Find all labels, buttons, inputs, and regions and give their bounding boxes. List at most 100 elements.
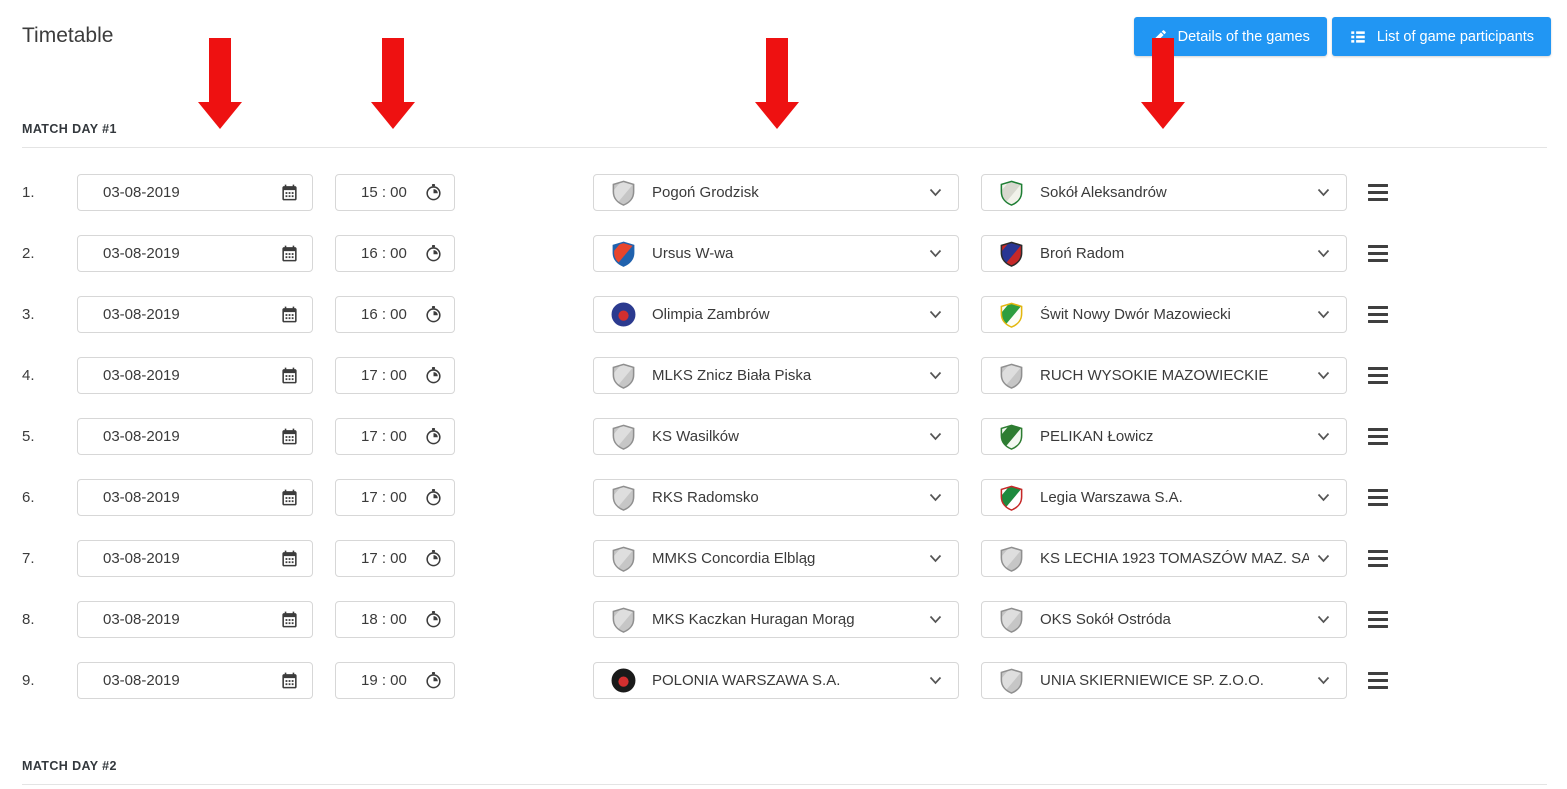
drag-handle-icon[interactable] <box>1368 244 1388 263</box>
time-input[interactable]: 17 : 00 <box>335 357 455 394</box>
chevron-down-icon <box>1317 367 1330 385</box>
away-team-select[interactable]: OKS Sokół Ostróda <box>981 601 1347 638</box>
details-of-games-label: Details of the games <box>1177 28 1310 45</box>
calendar-icon <box>280 183 299 202</box>
match-row: 8. 03-08-2019 18 : 00 MKS Kaczkan Huraga… <box>0 601 1567 638</box>
date-input[interactable]: 03-08-2019 <box>77 601 313 638</box>
drag-handle-icon[interactable] <box>1368 671 1388 690</box>
drag-handle-icon[interactable] <box>1368 488 1388 507</box>
match-number: 2. <box>22 245 35 262</box>
home-team-select[interactable]: Pogoń Grodzisk <box>593 174 959 211</box>
red-arrow-time-column <box>371 38 415 130</box>
calendar-icon <box>280 305 299 324</box>
time-input[interactable]: 16 : 00 <box>335 296 455 333</box>
drag-handle-icon[interactable] <box>1368 610 1388 629</box>
calendar-icon <box>280 671 299 690</box>
home-team-badge <box>610 301 637 328</box>
away-team-badge <box>998 423 1025 450</box>
match-row: 9. 03-08-2019 19 : 00 POLONIA WARSZAWA S… <box>0 662 1567 699</box>
away-team-select[interactable]: Sokół Aleksandrów <box>981 174 1347 211</box>
date-input[interactable]: 03-08-2019 <box>77 662 313 699</box>
date-input[interactable]: 03-08-2019 <box>77 235 313 272</box>
chevron-down-icon <box>929 489 942 507</box>
away-team-badge <box>998 545 1025 572</box>
date-input[interactable]: 03-08-2019 <box>77 540 313 577</box>
time-value: 16 : 00 <box>361 306 407 323</box>
drag-handle-icon[interactable] <box>1368 549 1388 568</box>
home-team-badge <box>610 179 637 206</box>
away-team-select[interactable]: Legia Warszawa S.A. <box>981 479 1347 516</box>
matchday-1-header: MATCH DAY #1 <box>22 122 117 136</box>
match-number: 1. <box>22 184 35 201</box>
chevron-down-icon <box>1317 428 1330 446</box>
home-team-select[interactable]: RKS Radomsko <box>593 479 959 516</box>
time-value: 17 : 00 <box>361 489 407 506</box>
date-input[interactable]: 03-08-2019 <box>77 479 313 516</box>
away-team-select[interactable]: Świt Nowy Dwór Mazowiecki <box>981 296 1347 333</box>
chevron-down-icon <box>929 367 942 385</box>
time-input[interactable]: 17 : 00 <box>335 418 455 455</box>
clock-icon <box>425 427 442 446</box>
away-team-name: RUCH WYSOKIE MAZOWIECKIE <box>1040 367 1269 384</box>
chevron-down-icon <box>1317 245 1330 263</box>
list-of-participants-button[interactable]: List of game participants <box>1331 17 1551 56</box>
home-team-badge <box>610 606 637 633</box>
home-team-badge <box>610 545 637 572</box>
home-team-badge <box>610 240 637 267</box>
time-input[interactable]: 17 : 00 <box>335 540 455 577</box>
date-value: 03-08-2019 <box>103 611 180 628</box>
calendar-icon <box>280 427 299 446</box>
match-number: 5. <box>22 428 35 445</box>
date-input[interactable]: 03-08-2019 <box>77 174 313 211</box>
home-team-select[interactable]: KS Wasilków <box>593 418 959 455</box>
time-input[interactable]: 17 : 00 <box>335 479 455 516</box>
match-number: 9. <box>22 672 35 689</box>
clock-icon <box>425 610 442 629</box>
calendar-icon <box>280 366 299 385</box>
away-team-name: Legia Warszawa S.A. <box>1040 489 1183 506</box>
date-input[interactable]: 03-08-2019 <box>77 418 313 455</box>
away-team-select[interactable]: Broń Radom <box>981 235 1347 272</box>
away-team-name: Sokół Aleksandrów <box>1040 184 1167 201</box>
away-team-select[interactable]: UNIA SKIERNIEWICE SP. Z.O.O. <box>981 662 1347 699</box>
drag-handle-icon[interactable] <box>1368 427 1388 446</box>
time-input[interactable]: 15 : 00 <box>335 174 455 211</box>
chevron-down-icon <box>929 672 942 690</box>
home-team-select[interactable]: POLONIA WARSZAWA S.A. <box>593 662 959 699</box>
date-input[interactable]: 03-08-2019 <box>77 357 313 394</box>
away-team-name: Broń Radom <box>1040 245 1125 262</box>
home-team-name: Pogoń Grodzisk <box>652 184 759 201</box>
time-input[interactable]: 16 : 00 <box>335 235 455 272</box>
away-team-badge <box>998 667 1025 694</box>
date-value: 03-08-2019 <box>103 245 180 262</box>
time-value: 15 : 00 <box>361 184 407 201</box>
away-team-name: KS LECHIA 1923 TOMASZÓW MAZ. SA <box>1040 550 1309 567</box>
match-row: 3. 03-08-2019 16 : 00 Olimpia Zambrów Św… <box>0 296 1567 333</box>
calendar-icon <box>280 549 299 568</box>
home-team-select[interactable]: Olimpia Zambrów <box>593 296 959 333</box>
match-number: 6. <box>22 489 35 506</box>
date-value: 03-08-2019 <box>103 489 180 506</box>
drag-handle-icon[interactable] <box>1368 366 1388 385</box>
drag-handle-icon[interactable] <box>1368 183 1388 202</box>
time-value: 17 : 00 <box>361 550 407 567</box>
away-team-select[interactable]: RUCH WYSOKIE MAZOWIECKIE <box>981 357 1347 394</box>
chevron-down-icon <box>1317 306 1330 324</box>
time-input[interactable]: 18 : 00 <box>335 601 455 638</box>
drag-handle-icon[interactable] <box>1368 305 1388 324</box>
home-team-select[interactable]: MKS Kaczkan Huragan Morąg <box>593 601 959 638</box>
away-team-select[interactable]: KS LECHIA 1923 TOMASZÓW MAZ. SA <box>981 540 1347 577</box>
time-input[interactable]: 19 : 00 <box>335 662 455 699</box>
home-team-badge <box>610 362 637 389</box>
chevron-down-icon <box>929 306 942 324</box>
home-team-select[interactable]: MMKS Concordia Elbląg <box>593 540 959 577</box>
clock-icon <box>425 244 442 263</box>
home-team-name: POLONIA WARSZAWA S.A. <box>652 672 841 689</box>
red-arrow-away-team-column <box>1141 38 1185 130</box>
away-team-select[interactable]: PELIKAN Łowicz <box>981 418 1347 455</box>
home-team-select[interactable]: Ursus W-wa <box>593 235 959 272</box>
home-team-select[interactable]: MLKS Znicz Biała Piska <box>593 357 959 394</box>
toolbar: Details of the games List of game partic… <box>1133 17 1551 56</box>
date-input[interactable]: 03-08-2019 <box>77 296 313 333</box>
chevron-down-icon <box>929 550 942 568</box>
